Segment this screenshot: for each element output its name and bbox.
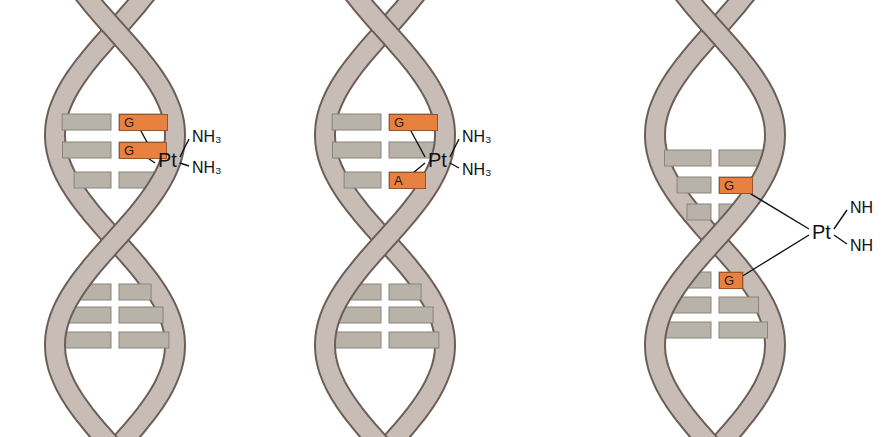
dna-strand bbox=[655, 0, 775, 437]
dna-strand-edge bbox=[55, 0, 175, 437]
base-right bbox=[119, 114, 168, 130]
base-left bbox=[344, 172, 381, 188]
dna-strand-edge bbox=[655, 0, 775, 437]
ammine-label: NH₃ bbox=[192, 160, 222, 176]
base-left bbox=[331, 332, 381, 348]
base-highlight: G bbox=[719, 272, 743, 289]
base-right bbox=[719, 272, 743, 288]
platinum-label: Pt bbox=[812, 222, 831, 242]
base-letter: G bbox=[394, 115, 404, 130]
pt-bond bbox=[450, 139, 459, 157]
base-letter: G bbox=[724, 273, 734, 288]
platinum-label: Pt bbox=[428, 150, 447, 170]
base-highlight: G bbox=[719, 177, 753, 194]
pt-bond bbox=[834, 210, 847, 229]
base-right bbox=[719, 177, 753, 193]
ammine-label: NH bbox=[850, 200, 873, 216]
base-right bbox=[719, 322, 767, 338]
base-right bbox=[389, 307, 433, 323]
pt-bond bbox=[180, 139, 189, 157]
pt-bond bbox=[834, 235, 847, 244]
base-left bbox=[61, 332, 111, 348]
dna-strand-edge bbox=[325, 0, 445, 437]
base-right bbox=[389, 172, 426, 188]
base-left bbox=[665, 150, 711, 166]
base-letter: G bbox=[124, 115, 134, 130]
base-left bbox=[74, 172, 111, 188]
base-left bbox=[687, 204, 711, 220]
dna-strand-edge bbox=[655, 0, 775, 437]
base-letter: G bbox=[124, 143, 134, 158]
platinum-label: Pt bbox=[158, 150, 177, 170]
base-right bbox=[719, 297, 759, 313]
base-right bbox=[119, 307, 163, 323]
base-right bbox=[389, 114, 438, 130]
ammine-label: NH bbox=[850, 238, 873, 254]
base-letter: A bbox=[394, 173, 403, 188]
base-left bbox=[677, 177, 711, 193]
ammine-label: NH₃ bbox=[192, 129, 222, 145]
base-left bbox=[333, 142, 381, 158]
dna-strand bbox=[325, 0, 445, 437]
base-right bbox=[119, 332, 169, 348]
dna-strand bbox=[325, 0, 445, 437]
base-left bbox=[663, 322, 711, 338]
base-highlight: A bbox=[389, 172, 426, 189]
base-highlight: G bbox=[119, 114, 168, 131]
pt-bond bbox=[450, 163, 459, 168]
dna-strand bbox=[655, 0, 775, 437]
dna-strand-edge bbox=[325, 0, 445, 437]
base-left bbox=[63, 142, 111, 158]
base-right bbox=[119, 284, 151, 300]
dna-strand-edge bbox=[55, 0, 175, 437]
ammine-label: NH₃ bbox=[462, 129, 492, 145]
pt-bond bbox=[180, 163, 189, 166]
dna-strand bbox=[55, 0, 175, 437]
dna-strand bbox=[55, 0, 175, 437]
base-letter: G bbox=[724, 178, 734, 193]
base-left bbox=[332, 114, 381, 130]
base-right bbox=[389, 332, 439, 348]
pt-bond bbox=[736, 235, 809, 280]
ammine-label: NH₃ bbox=[462, 162, 492, 178]
base-right bbox=[389, 284, 421, 300]
base-left bbox=[62, 114, 111, 130]
base-highlight: G bbox=[389, 114, 438, 131]
